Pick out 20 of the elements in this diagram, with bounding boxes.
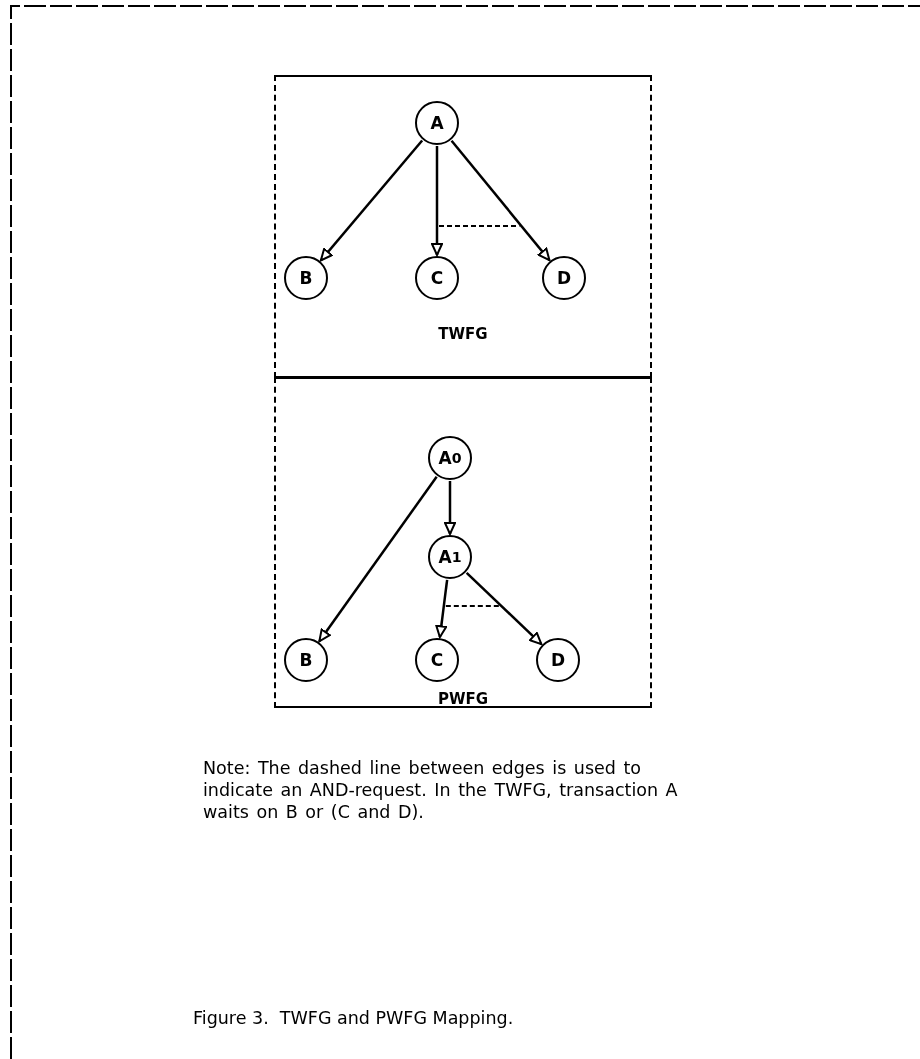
node-circle: B: [284, 638, 328, 682]
figure-caption: Figure 3. TWFG and PWFG Mapping.: [193, 1008, 514, 1028]
graph-panel: [274, 75, 652, 378]
node-circle: C: [415, 638, 459, 682]
graph-title: TWFG: [438, 325, 488, 343]
node-circle: B: [284, 256, 328, 300]
arrow: [435, 579, 449, 639]
graph-title: PWFG: [437, 690, 489, 708]
arrow: [318, 476, 438, 643]
arrow: [450, 140, 551, 262]
graph-panel: [274, 377, 652, 708]
node-circle: A: [415, 101, 459, 145]
arrow: [319, 139, 424, 262]
note-text: Note: The dashed line between edges is used to indicate an AND-request. In the TWFG, transaction A waits on B or (C and D).: [203, 757, 679, 823]
node-circle: C: [415, 256, 459, 300]
arrow: [465, 571, 543, 646]
arrow: [444, 481, 456, 535]
node-circle: D: [542, 256, 586, 300]
arrow: [431, 146, 443, 256]
node-circle: D: [536, 638, 580, 682]
